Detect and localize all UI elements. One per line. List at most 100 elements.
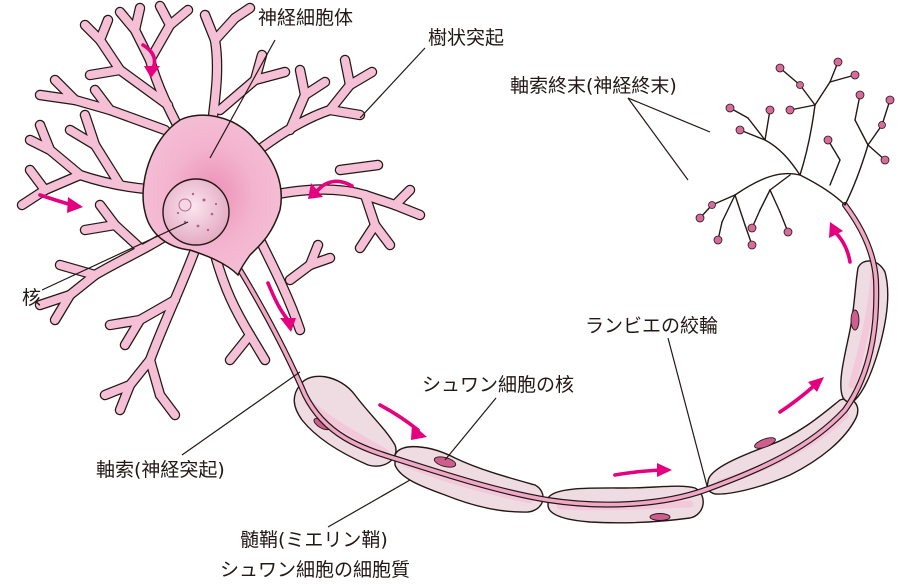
nucleus <box>162 178 230 246</box>
label-node-of-ranvier: ランビエの絞輪 <box>585 315 718 337</box>
terminal-bouton <box>783 227 793 237</box>
dendrite-branch-fill <box>36 291 74 309</box>
signal-flow-arrows <box>38 43 852 477</box>
terminal-bouton <box>775 63 785 73</box>
dendrite-branch-fill <box>81 221 119 234</box>
terminal-bouton <box>747 223 757 233</box>
dendrite-branch-fill <box>96 201 119 229</box>
dendrite-branch-fill <box>126 356 154 389</box>
dendrite-branch-fill <box>56 261 99 279</box>
terminal-bouton <box>855 90 865 100</box>
terminal-bouton <box>850 70 860 80</box>
dendrite-branch-fill <box>326 81 354 114</box>
dendrite-branch-fill <box>66 271 99 299</box>
dendrite-branch-fill <box>81 111 99 149</box>
flow-arrow-icon <box>141 43 160 78</box>
dendrites <box>16 0 426 421</box>
dendrite-branch-fill <box>41 171 84 194</box>
dendrite-branch-fill <box>216 76 259 114</box>
dendrite-branch-fill <box>361 191 399 209</box>
label-myelin: 髄鞘(ミエリン鞘) <box>240 529 388 551</box>
dendrite-branch-fill <box>36 121 54 154</box>
flow-arrow-icon <box>778 377 824 414</box>
label-cell-body: 神経細胞体 <box>258 7 353 29</box>
flow-arrow-icon <box>38 193 83 213</box>
schwann-nucleus <box>850 309 860 331</box>
dendrite-branch-fill <box>111 221 144 252</box>
dendrite-branch-fill <box>341 56 354 89</box>
flow-arrow-icon <box>266 281 296 332</box>
dendrite-branch-fill <box>251 68 289 84</box>
dendrite-branch-fill <box>51 76 79 104</box>
terminal-boutons <box>695 57 895 250</box>
terminal-bouton <box>785 105 795 115</box>
label-schwann-cytoplasm: シュワン細胞の細胞質 <box>220 559 410 581</box>
dendrite-branch-fill <box>156 391 179 419</box>
dendrite-branch-fill <box>231 4 254 22</box>
dendrite-branch-fill <box>201 11 219 44</box>
dendrite-branch-fill <box>211 251 254 339</box>
terminal-bouton <box>747 240 757 250</box>
dendrite-branch-fill <box>86 66 124 79</box>
dendrite-branch-fill <box>346 68 376 89</box>
terminal-bouton <box>695 213 705 223</box>
dendrite-branch-fill <box>211 14 239 44</box>
label-axon-terminal: 軸索終末(神経終末) <box>510 75 677 97</box>
dendrite-branch-fill <box>256 236 304 334</box>
terminal-bouton <box>708 201 716 209</box>
myelin-sheath <box>293 260 889 524</box>
dendrite-branch-fill <box>136 296 179 324</box>
dendrite-branch-fill <box>91 141 124 189</box>
schwann-nucleus <box>649 513 671 521</box>
dendrite-branch-fill <box>26 166 49 194</box>
dendrite-branch-fill <box>96 16 112 44</box>
flow-arrow-icon <box>613 463 672 477</box>
flow-arrow-icon <box>829 222 852 264</box>
dendrite-branch-fill <box>226 331 254 364</box>
terminal-bouton <box>880 155 890 165</box>
dendrite-branch-fill <box>301 78 329 99</box>
terminal-bouton <box>725 103 735 113</box>
dendrite-branch-fill <box>96 36 124 74</box>
terminal-bouton <box>823 135 833 145</box>
dendrite-branch-fill <box>336 161 382 174</box>
terminal-bouton <box>833 57 843 67</box>
dendrite-branch-fill <box>286 91 309 134</box>
dendrite-branch-fill <box>131 4 144 34</box>
dendrite-branch-fill <box>91 86 114 114</box>
terminal-bouton <box>713 235 723 245</box>
dendrite-branch-fill <box>106 106 169 134</box>
flow-arrow-icon <box>378 403 427 440</box>
axon <box>237 202 880 508</box>
dendrite-branch-fill <box>18 186 49 209</box>
label-nucleus: 核 <box>22 287 41 309</box>
leader-lines <box>41 39 711 528</box>
label-schwann-nucleus: シュワン細胞の核 <box>422 374 574 396</box>
flow-arrow-icon <box>308 179 354 199</box>
dendrite-branch-fill <box>116 381 134 414</box>
dendrite-branch-fill <box>116 66 172 109</box>
schwann-nucleus <box>754 437 776 449</box>
label-dendrite: 樹状突起 <box>428 27 504 49</box>
dendrite-branch-fill <box>391 186 414 209</box>
dendrite-branch-fill <box>391 201 424 219</box>
terminal-bouton <box>796 81 804 89</box>
terminal-bouton <box>765 105 775 115</box>
dendrite-branch-fill <box>306 241 322 269</box>
terminal-bouton <box>885 95 895 105</box>
dendrite-branch-fill <box>46 146 84 179</box>
dendrite-branch-fill <box>246 331 269 364</box>
label-axon: 軸索(神経突起) <box>96 459 225 481</box>
dendrite-branch-fill <box>356 221 379 252</box>
labels: 神経細胞体 樹状突起 核 軸索終末(神経終末) ランビエの絞輪 シュワン細胞の核… <box>22 7 718 581</box>
dendrite-branch-fill <box>166 6 192 29</box>
dendrite-branch-fill <box>121 316 144 349</box>
dendrite-branch-fill <box>326 106 364 119</box>
terminal-bouton <box>735 125 745 135</box>
dendrite-branch-fill <box>146 356 164 399</box>
dendrite-branch-fill <box>361 191 379 229</box>
dendrite-branch-fill <box>286 261 314 284</box>
terminal-bouton <box>878 121 886 129</box>
axon-terminal <box>695 57 895 250</box>
